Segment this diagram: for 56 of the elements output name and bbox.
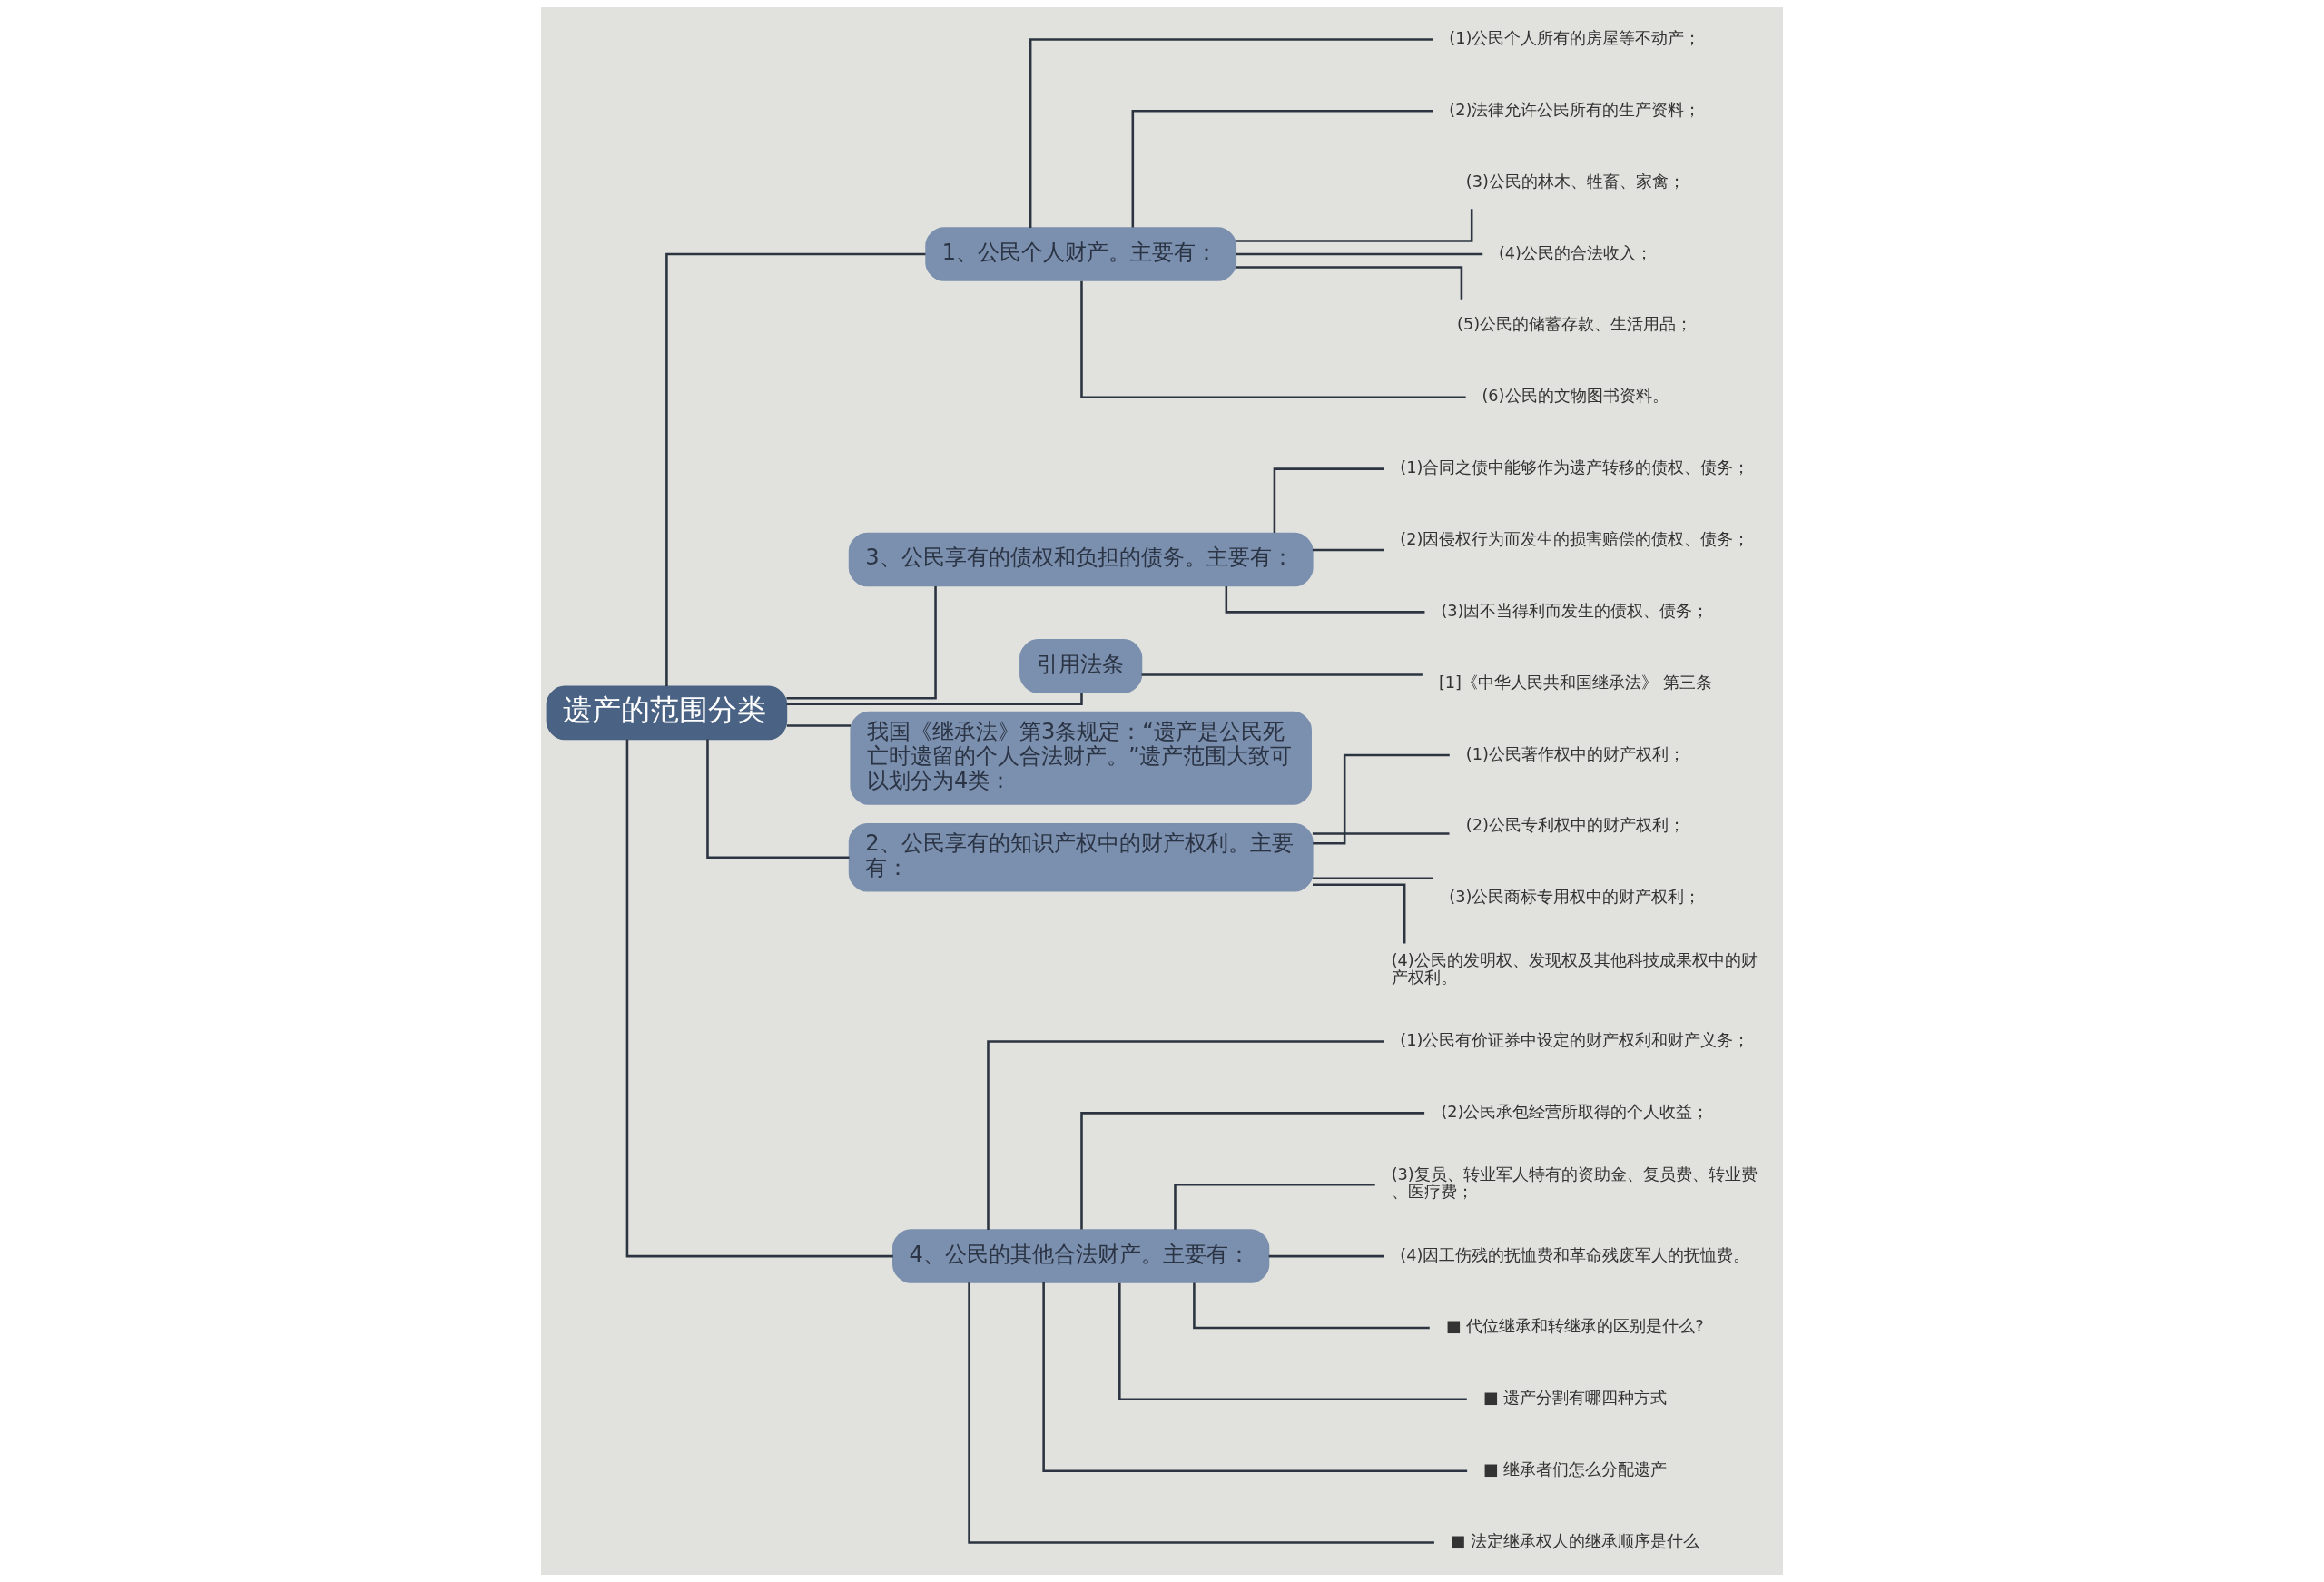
node-text: (2)公民承包经营所取得的个人收益； [1441, 1102, 1709, 1121]
node-text: (1)公民个人所有的房屋等不动产； [1449, 28, 1701, 47]
connector [1141, 673, 1423, 676]
connector [1236, 209, 1473, 242]
node-box: 3、公民享有的债权和负担的债务。主要有： [848, 532, 1314, 587]
node-box: 我国《继承法》第3条规定：“遗产是公民死亡时遗留的个人合法财产。”遗产范围大致可以划分为4类： [850, 711, 1312, 805]
connector [1029, 38, 1433, 228]
node-text: (2)公民专利权中的财产权利； [1465, 816, 1685, 835]
node-box: 4、公民的其他合法财产。主要有： [892, 1229, 1270, 1283]
node-text: (2)因侵权行为而发生的损害赔偿的债权、债务； [1400, 529, 1750, 548]
node-text: (4)因工伤残的抚恤费和革命残废军人的抚恤费。 [1400, 1245, 1750, 1264]
connector [1268, 1254, 1384, 1258]
connector [987, 1040, 1384, 1231]
connector [1313, 753, 1450, 845]
node-box: 2、公民享有的知识产权中的财产权利。主要有： [848, 822, 1314, 892]
node-text: (6)公民的文物图书资料。 [1482, 387, 1669, 406]
node-box: 引用法条 [1019, 639, 1143, 693]
connector [1236, 252, 1483, 256]
node-text: (3)公民商标专用权中的财产权利； [1449, 888, 1701, 907]
node-box: 1、公民个人财产。主要有： [925, 227, 1237, 281]
connector [1131, 110, 1433, 228]
connector [1118, 1282, 1467, 1401]
connector [625, 739, 893, 1258]
connector [786, 585, 937, 700]
node-text: ■ 代位继承和转继承的区别是什么? [1446, 1317, 1704, 1336]
node-text: [1]《中华人民共和国继承法》 第三条 [1438, 673, 1712, 692]
node-text: (1)公民著作权中的财产权利； [1465, 744, 1685, 763]
node-text: ■ 继承者们怎么分配遗产 [1483, 1460, 1668, 1479]
node-box: 遗产的范围分类 [546, 685, 788, 741]
node-text: ■ 法定继承权人的继承顺序是什么 [1450, 1532, 1700, 1551]
connector [968, 1282, 1434, 1544]
connector [706, 739, 850, 859]
node-text: ■ 遗产分割有哪四种方式 [1483, 1389, 1668, 1408]
node-text: (2)法律允许公民所有的生产资料； [1449, 100, 1701, 119]
node-text: (4)公民的发明权、发现权及其他科技成果权中的财产权利。 [1391, 950, 1758, 987]
connector [1312, 877, 1433, 880]
connector [1312, 883, 1406, 944]
connector [1312, 832, 1450, 835]
node-text: (3)公民的林木、牲畜、家禽； [1465, 172, 1685, 191]
connector [1042, 1282, 1468, 1472]
connector [787, 724, 852, 727]
node-text: (1)公民有价证券中设定的财产权利和财产义务； [1400, 1031, 1750, 1050]
node-text: (5)公民的储蓄存款、生活用品； [1457, 315, 1693, 334]
node-text: (3)复员、转业军人特有的资助金、复员费、转业费、医疗费； [1391, 1165, 1758, 1202]
connector [1080, 1112, 1425, 1230]
node-text: (1)合同之债中能够作为遗产转移的债权、债务； [1400, 458, 1750, 477]
connector [1236, 266, 1463, 300]
connector [1312, 548, 1384, 552]
connector [1080, 280, 1466, 399]
node-text: (4)公民的合法收入； [1498, 243, 1653, 262]
connector [786, 692, 1083, 706]
node-text: (3)因不当得利而发生的债权、债务； [1441, 601, 1709, 620]
connector [665, 252, 926, 687]
connector [1174, 1183, 1375, 1230]
connector [1193, 1282, 1430, 1330]
connector [1273, 467, 1384, 533]
